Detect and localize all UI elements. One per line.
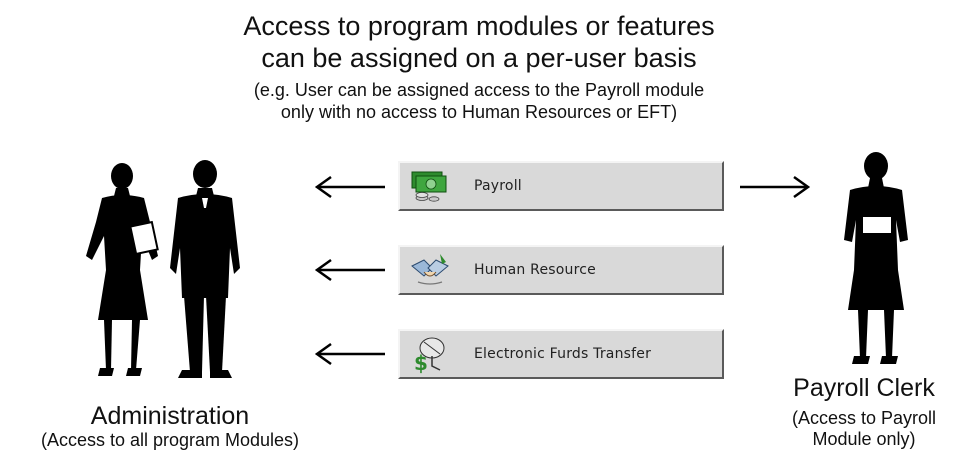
payroll-module-label: Payroll (474, 178, 522, 194)
arrow-left-eft-icon (314, 342, 385, 366)
arrow-left-payroll-icon (314, 175, 385, 199)
money-icon (410, 166, 450, 206)
satellite-dollar-icon: $ (410, 334, 450, 374)
svg-text:$: $ (414, 351, 428, 374)
human-resource-module-button[interactable]: Human Resource (398, 245, 724, 295)
admin-man-silhouette-icon (170, 160, 240, 378)
administration-note: (Access to all program Modules) (40, 430, 300, 450)
payroll-clerk-silhouette-icon (844, 152, 908, 364)
payroll-module-button[interactable]: Payroll (398, 161, 724, 211)
eft-module-label: Electronic Furds Transfer (474, 346, 652, 362)
arrow-right-payroll-icon (740, 175, 811, 199)
payroll-clerk-note-line2: Module only) (812, 429, 916, 449)
human-resource-module-label: Human Resource (474, 262, 596, 278)
eft-module-button[interactable]: $ Electronic Furds Transfer (398, 329, 724, 379)
handshake-icon (410, 250, 450, 290)
header-subtitle-line2: only with no access to Human Resources o… (280, 102, 678, 122)
payroll-clerk-note-line1: (Access to Payroll (791, 408, 937, 428)
arrow-left-hr-icon (314, 258, 385, 282)
admin-woman-silhouette-icon (86, 163, 159, 376)
header-subtitle-line1: (e.g. User can be assigned access to the… (253, 80, 705, 100)
header-title-line2: can be assigned on a per-user basis (261, 43, 697, 73)
payroll-clerk-title: Payroll Clerk (793, 374, 935, 402)
administration-title: Administration (90, 402, 250, 430)
header-title-line1: Access to program modules or features (243, 11, 715, 41)
